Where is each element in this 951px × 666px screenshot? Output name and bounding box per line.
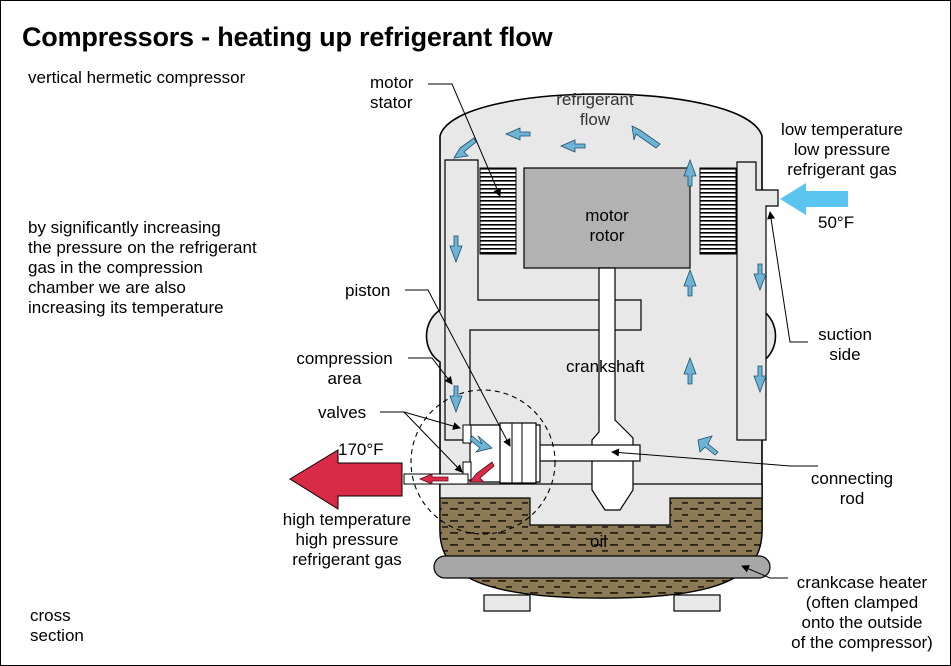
description-line: gas in the compression	[28, 258, 203, 277]
low-gas-label: low temperature low pressure refrigerant…	[762, 120, 922, 180]
description-line: the pressure on the refrigerant	[28, 238, 257, 257]
label-line: rotor	[589, 226, 625, 245]
high-gas-label: high temperature high pressure refrigera…	[262, 510, 432, 570]
description-line: chamber we are also	[28, 278, 186, 297]
label-line: of the compressor)	[791, 633, 933, 652]
cross-section-label: cross section	[30, 606, 84, 646]
valves-label: valves	[318, 403, 367, 422]
label-line: suction	[818, 325, 872, 344]
label-line: crankcase heater	[796, 573, 928, 592]
stator-winding-right	[699, 167, 737, 255]
cross-section-line: section	[30, 626, 84, 645]
description-text: by significantly increasing the pressure…	[28, 218, 257, 318]
label-line: refrigerant gas	[292, 550, 402, 569]
crankshaft-label: crankshaft	[566, 357, 645, 376]
flow-arrows	[449, 125, 767, 456]
right-passage	[736, 161, 779, 441]
compression-area-circle	[410, 389, 556, 535]
label-line: motor	[585, 206, 629, 225]
label-line: refrigerant gas	[787, 160, 897, 179]
label-line: low pressure	[793, 140, 891, 159]
label-line: stator	[370, 93, 413, 112]
label-line: onto the outside	[801, 613, 923, 632]
suction-side-label: suction side	[800, 325, 890, 365]
page-title: Compressors - heating up refrigerant flo…	[22, 22, 553, 52]
inlet-arrow-icon	[780, 183, 848, 215]
crankcase-heater-label: crankcase heater (often clamped onto the…	[778, 573, 946, 653]
high-temp-value: 170°F	[338, 440, 384, 459]
label-line: (often clamped	[805, 593, 919, 612]
description-line: by significantly increasing	[28, 218, 221, 237]
label-line: motor	[370, 73, 414, 92]
label-line: compression	[296, 349, 393, 368]
label-line: area	[327, 369, 362, 388]
label-line: high temperature	[282, 510, 412, 529]
label-line: low temperature	[781, 120, 903, 139]
low-temp-value: 50°F	[818, 213, 855, 232]
piston	[499, 422, 537, 484]
foot-left	[483, 594, 531, 612]
motor-stator-label: motor stator	[370, 73, 413, 113]
description-line: increasing its temperature	[28, 298, 224, 317]
label-line: refrigerant	[556, 90, 634, 109]
hot-flow-arrows	[418, 461, 495, 485]
stator-winding-left	[479, 167, 517, 255]
diagram-subtitle: vertical hermetic compressor	[28, 68, 246, 87]
label-line: high pressure	[295, 530, 399, 549]
label-line: side	[829, 345, 861, 364]
leader-lines	[380, 83, 818, 579]
label-line: flow	[579, 110, 611, 129]
cross-section-line: cross	[30, 606, 71, 625]
left-passage	[444, 159, 642, 441]
motor-rotor	[523, 167, 691, 269]
label-line: connecting	[810, 469, 894, 488]
connecting-rod-label: connecting rod	[792, 469, 912, 509]
outlet-arrow-icon	[289, 449, 403, 510]
refrigerant-flow-label: refrigerant flow	[540, 90, 650, 130]
foot-right	[673, 594, 721, 612]
piston-label: piston	[345, 281, 391, 300]
label-line: rod	[839, 489, 865, 508]
oil-label: oil	[590, 532, 608, 551]
valve-upper	[462, 424, 472, 444]
motor-rotor-label: motor rotor	[552, 206, 662, 246]
crankcase-heater	[433, 555, 771, 579]
compression-area-label: compression area	[282, 349, 407, 389]
